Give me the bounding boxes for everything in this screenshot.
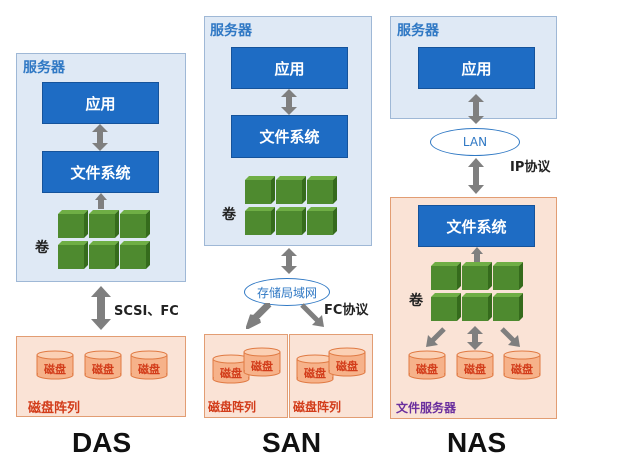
das-disk-3: 磁盘	[130, 350, 168, 380]
san-disk-1-label: 磁盘	[220, 367, 242, 380]
nas-volume-label: 卷	[409, 293, 423, 309]
san-disk-4: 磁盘	[328, 347, 366, 377]
nas-disk-3-label: 磁盘	[511, 363, 533, 376]
san-network-left-arrow	[246, 303, 272, 329]
nas-disk-1: 磁盘	[408, 350, 446, 380]
das-volume-cubes	[58, 210, 150, 269]
san-app-box: 应用	[231, 47, 348, 89]
nas-fs-volume-arrow	[471, 247, 483, 263]
nas-filesystem-box: 文件系统	[418, 205, 535, 247]
nas-server-lan-arrow	[468, 94, 484, 124]
nas-protocol-label: IP协议	[510, 160, 551, 175]
san-volume-cubes	[245, 176, 337, 235]
san-app-fs-arrow	[281, 89, 297, 115]
das-link-arrow	[91, 286, 111, 330]
san-disk-2: 磁盘	[243, 347, 281, 377]
nas-disk-3: 磁盘	[503, 350, 541, 380]
das-link-label: SCSI、FC	[114, 304, 179, 319]
das-app-fs-arrow	[92, 124, 108, 151]
nas-volume-cubes	[431, 262, 523, 321]
das-fs-volume-arrow	[95, 193, 107, 209]
nas-app-box: 应用	[418, 47, 535, 89]
nas-server-title: 服务器	[397, 23, 439, 39]
nas-lan-ellipse: LAN	[430, 128, 520, 156]
san-disk-2-label: 磁盘	[251, 360, 273, 373]
nas-disk-1-label: 磁盘	[416, 363, 438, 376]
san-disk-array-label-1: 磁盘阵列	[208, 400, 257, 414]
san-protocol-label: FC协议	[324, 303, 369, 318]
das-server-title: 服务器	[23, 60, 65, 76]
das-disk-1: 磁盘	[36, 350, 74, 380]
das-filesystem-box: 文件系统	[42, 151, 159, 193]
das-title: DAS	[72, 427, 132, 458]
das-disk-3-label: 磁盘	[138, 363, 160, 376]
das-disk-1-label: 磁盘	[44, 363, 66, 376]
nas-file-server-label: 文件服务器	[396, 401, 457, 415]
das-app-box: 应用	[42, 82, 159, 124]
nas-lan-fileserver-arrow	[468, 158, 484, 194]
nas-volume-left-arrow	[426, 327, 446, 347]
das-volume-label: 卷	[35, 240, 49, 256]
san-title: SAN	[262, 427, 322, 458]
san-network-right-arrow	[300, 303, 324, 327]
das-disk-array-label: 磁盘阵列	[28, 401, 81, 416]
san-disk-4-label: 磁盘	[336, 360, 358, 373]
san-disk-3-label: 磁盘	[304, 367, 326, 380]
nas-disk-2: 磁盘	[456, 350, 494, 380]
das-disk-2-label: 磁盘	[92, 363, 114, 376]
san-volume-label: 卷	[222, 207, 236, 223]
san-disk-array-label-2: 磁盘阵列	[293, 400, 342, 414]
nas-disk-2-label: 磁盘	[464, 363, 486, 376]
nas-volume-right-arrow	[500, 327, 520, 347]
nas-title: NAS	[447, 427, 507, 458]
san-server-network-arrow	[281, 248, 297, 274]
das-disk-2: 磁盘	[84, 350, 122, 380]
san-network-ellipse: 存储局域网	[244, 278, 330, 306]
san-filesystem-box: 文件系统	[231, 115, 348, 158]
nas-volume-mid-arrow	[467, 326, 483, 350]
san-server-title: 服务器	[210, 23, 252, 39]
